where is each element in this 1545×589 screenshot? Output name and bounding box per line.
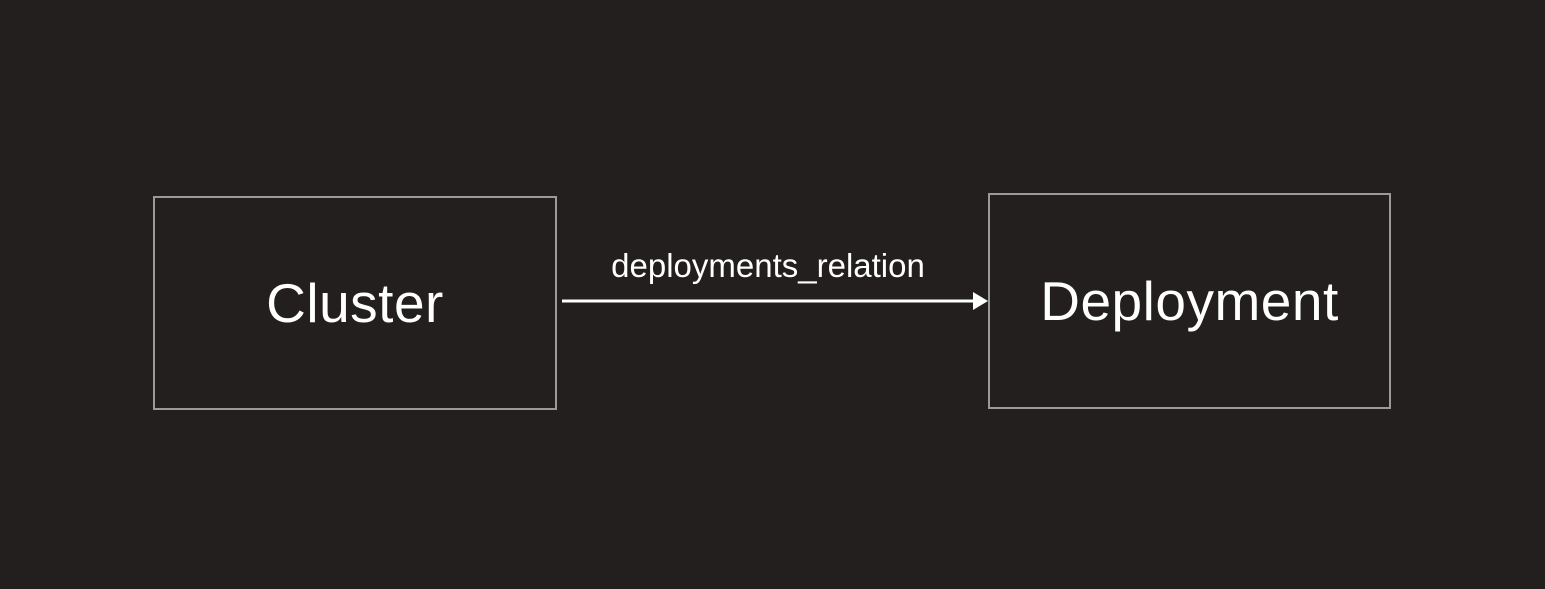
node-deployment[interactable]: Deployment <box>988 193 1391 409</box>
edge-label: deployments_relation <box>611 247 925 284</box>
arrowhead-icon <box>973 292 988 310</box>
node-deployment-label: Deployment <box>1040 269 1339 332</box>
node-cluster-label: Cluster <box>266 271 444 334</box>
node-cluster[interactable]: Cluster <box>153 196 557 410</box>
